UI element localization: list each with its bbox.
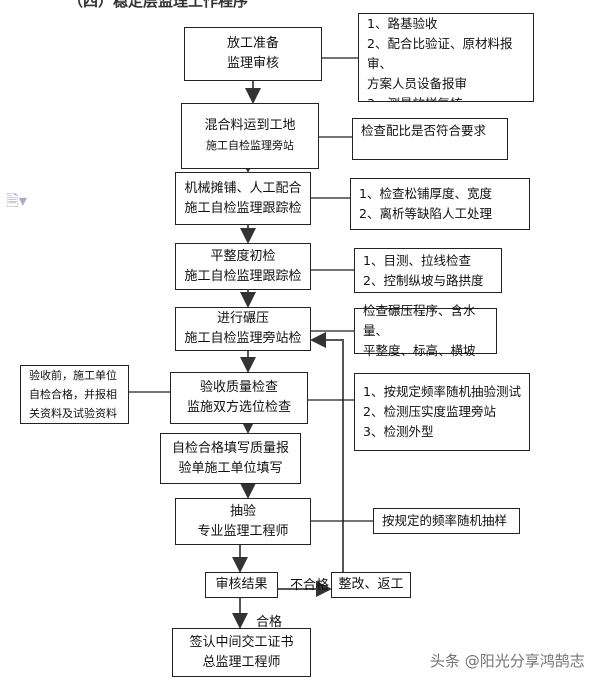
- note-line: 关资料及试验资料: [29, 407, 117, 420]
- note-line: 2、配合比验证、原材料报审、: [367, 36, 513, 71]
- step-quality-report: 自检合格填写质量报验单施工单位填写: [160, 433, 301, 484]
- watermark: 头条 @阳光分享鸿鹄志: [430, 652, 585, 670]
- note-sampling: 按规定的频率随机抽样: [373, 508, 520, 534]
- note-line: 2、检测压实度监理旁站: [363, 404, 496, 419]
- step-text: 施工自检监理跟踪检: [184, 200, 302, 216]
- step-sampling: 抽验专业监理工程师: [175, 498, 311, 545]
- note-line: 1、目测、拉线检查: [363, 252, 471, 268]
- step-text: 混合料运到工地: [204, 118, 296, 133]
- step-text: 验单施工单位填写: [178, 460, 283, 476]
- note-line: 1、按规定频率随机抽验测试: [363, 384, 521, 399]
- step-text: 监施双方选位检查: [186, 400, 291, 415]
- step-text: 平整度初检: [210, 248, 276, 264]
- step-text: 进行碾压: [216, 311, 269, 326]
- note-line: 3、检测外型: [363, 424, 434, 439]
- rework-arrow: [310, 332, 344, 572]
- step-compaction: 进行碾压施工自检监理旁站检: [175, 307, 311, 351]
- rework-text: 整改、返工: [338, 577, 404, 592]
- step-text: 总监理工程师: [202, 654, 281, 670]
- step-paving: 机械摊铺、人工配合施工自检监理跟踪检: [175, 172, 311, 225]
- note-line: 自检合格，并报相: [29, 388, 117, 401]
- step-text: 机械摊铺、人工配合: [184, 180, 302, 196]
- note-preparation: 1、路基验收 2、配合比验证、原材料报审、方案人员设备报审 3、测量放样复核: [358, 13, 534, 102]
- step-text: 验收质量检查: [199, 380, 278, 395]
- step-text: 放工准备: [226, 36, 279, 51]
- step-sign-certificate: 签认中间交工证书总监理工程师: [172, 628, 311, 677]
- note-line: 按规定的频率随机抽样: [382, 513, 508, 528]
- diagram-title: （四）稳定层监理工作程序: [68, 0, 249, 10]
- step-text: 自检合格填写质量报: [171, 440, 289, 456]
- note-paving: 1、检查松铺厚度、宽度 2、离析等缺陷人工处理: [350, 178, 530, 230]
- step-text: 专业监理工程师: [197, 523, 289, 539]
- note-line: 验收前，施工单位: [29, 369, 117, 382]
- step-text: 审核结果: [215, 577, 268, 592]
- note-compaction: 检查碾压程序、含水量、平整度、标高、横坡: [354, 303, 497, 358]
- note-line: 检查配比是否符合要求: [361, 123, 487, 138]
- document-icon[interactable]: 🗎▾: [6, 191, 27, 210]
- fail-label: 不合格: [290, 578, 330, 593]
- pass-label: 合格: [256, 615, 283, 630]
- note-line: 2、控制纵坡与路拱度: [363, 272, 484, 288]
- step-flatness-check: 平整度初检施工自检监理跟踪检: [175, 243, 311, 290]
- note-line: 1、检查松铺厚度、宽度: [359, 186, 492, 201]
- step-text: 施工自检监理旁站检: [184, 331, 302, 346]
- note-mix-ratio: 检查配比是否符合要求: [352, 118, 508, 160]
- note-line: 平整度、标高、横坡: [363, 343, 476, 358]
- note-before-acceptance: 验收前，施工单位自检合格，并报相关资料及试验资料: [20, 365, 129, 424]
- note-line: 检查碾压程序、含水量、: [363, 303, 476, 338]
- note-flatness: 1、目测、拉线检查 2、控制纵坡与路拱度: [354, 248, 502, 293]
- step-text: 抽验: [229, 503, 256, 519]
- rework-box: 整改、返工: [331, 572, 411, 598]
- step-preparation: 放工准备监理审核: [184, 27, 322, 81]
- note-line: 1、路基验收: [367, 16, 438, 31]
- note-line: 方案人员设备报审: [367, 76, 468, 91]
- note-line: 2、离析等缺陷人工处理: [359, 206, 492, 221]
- step-acceptance-check: 验收质量检查监施双方选位检查: [170, 372, 308, 424]
- step-material-arrival: 混合料运到工地施工自检监理旁站: [181, 103, 319, 169]
- note-line: 3、测量放样复核: [367, 94, 533, 101]
- note-acceptance: 1、按规定频率随机抽验测试 2、检测压实度监理旁站 3、检测外型: [354, 373, 530, 451]
- step-review-result: 审核结果: [205, 572, 278, 598]
- step-text: 监理审核: [226, 56, 279, 71]
- step-text: 施工自检监理跟踪检: [184, 268, 302, 284]
- step-text: 签认中间交工证书: [189, 634, 294, 650]
- step-text: 施工自检监理旁站: [206, 139, 294, 152]
